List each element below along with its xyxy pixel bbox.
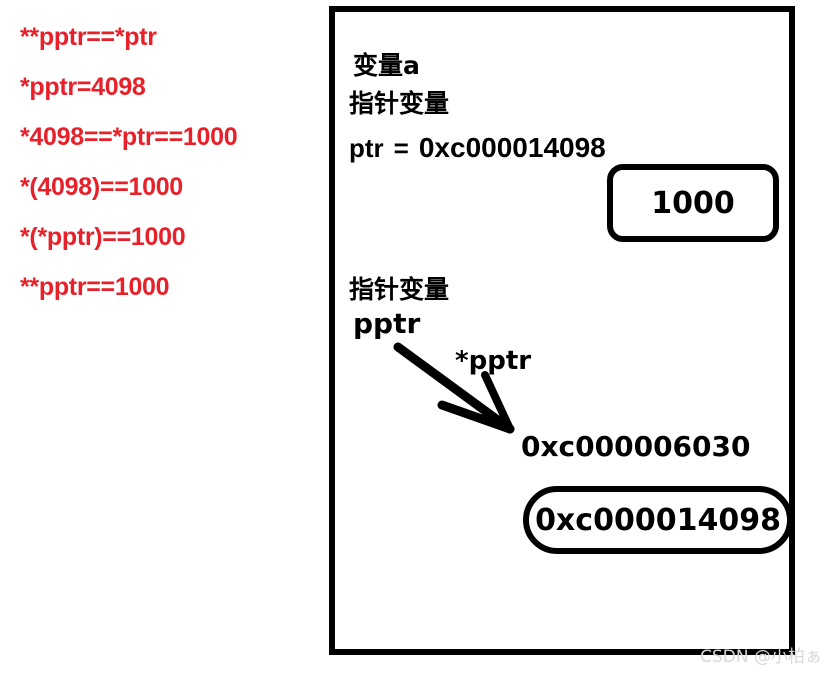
red-annotation-line: *(4098)==1000 (20, 173, 183, 201)
pptr-value: 0xc000014098 (535, 502, 781, 538)
red-annotation-line: *pptr=4098 (20, 73, 146, 101)
red-annotation-line: **pptr==*ptr (20, 23, 157, 51)
red-annotation-line: *(*pptr)==1000 (20, 223, 186, 251)
equals-sign: = (393, 133, 409, 163)
memory-diagram-frame: 变量a 指针变量 ptr = 0xc000014098 1000 指针变量 pp… (329, 6, 795, 655)
variable-a-value-box: 1000 (607, 164, 779, 242)
pptr-value-box: 0xc000014098 (523, 486, 793, 554)
deref-pptr-label: *pptr (455, 346, 532, 376)
red-annotation-list: **pptr==*ptr *pptr=4098 *4098==*ptr==100… (20, 12, 320, 312)
ptr-address-value: 0xc000014098 (418, 132, 606, 163)
variable-a-title: 变量a (353, 51, 420, 80)
red-annotation-line: **pptr==1000 (20, 273, 170, 301)
variable-a-value: 1000 (651, 185, 735, 221)
red-annotation-line: *4098==*ptr==1000 (20, 123, 238, 151)
pptr-variable-subtitle: 指针变量 (349, 275, 450, 304)
pptr-name-label: pptr (353, 307, 421, 340)
pptr-target-address: 0xc000006030 (521, 430, 751, 463)
pointer-variable-subtitle: 指针变量 (349, 89, 450, 118)
ptr-name-label: ptr (349, 133, 384, 163)
csdn-watermark: CSDN @小柏ぁ (700, 647, 822, 667)
ptr-assignment-row: ptr = 0xc000014098 (349, 132, 606, 164)
